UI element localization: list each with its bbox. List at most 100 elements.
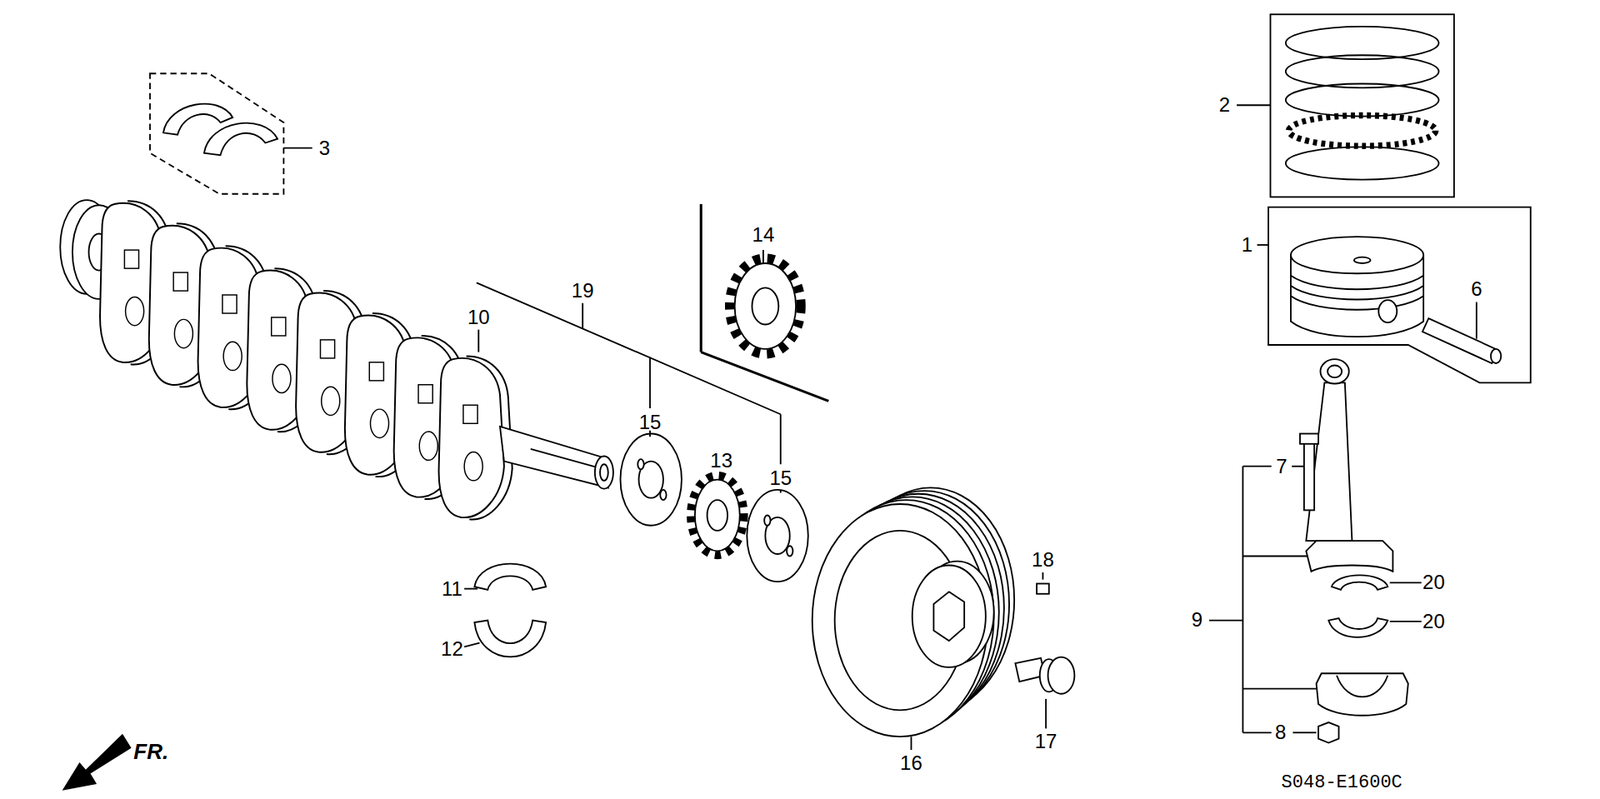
callout-number: 9 bbox=[1191, 610, 1203, 630]
washers-gears-part bbox=[751, 287, 779, 325]
connecting-rod-part bbox=[1292, 731, 1316, 734]
washers-gears-part bbox=[764, 515, 770, 525]
brackets bbox=[476, 204, 829, 465]
pulley bbox=[812, 487, 1075, 750]
front-arrow-part bbox=[63, 735, 131, 790]
callout-number: 17 bbox=[1035, 731, 1058, 752]
callout-number: 8 bbox=[1275, 722, 1286, 743]
piston-part bbox=[1257, 244, 1269, 246]
washers-gears-part bbox=[620, 434, 681, 526]
front-marker: FR. bbox=[133, 740, 169, 763]
connecting-rod-part bbox=[1242, 731, 1271, 734]
pulley-part bbox=[1048, 657, 1075, 695]
piston-part bbox=[1290, 285, 1424, 300]
pulley-part bbox=[1042, 572, 1045, 580]
washers-gears-part bbox=[690, 475, 745, 556]
thrust-washers-part bbox=[150, 73, 284, 194]
washers-gears-part bbox=[707, 500, 728, 531]
pulley-part bbox=[910, 736, 913, 750]
piston-rings bbox=[1236, 14, 1455, 197]
piston-part bbox=[1378, 300, 1397, 323]
callout-number: 20 bbox=[1422, 572, 1445, 593]
callout-number: 18 bbox=[1031, 550, 1055, 570]
pulley-part bbox=[812, 504, 989, 737]
brackets-part bbox=[649, 357, 651, 409]
diagram-code: S048-E1600C bbox=[1281, 774, 1403, 793]
callout-number: 12 bbox=[440, 639, 464, 660]
callout-number: 14 bbox=[752, 225, 775, 245]
piston-part bbox=[1475, 302, 1478, 340]
piston-part bbox=[1268, 207, 1531, 384]
washers-gears-part bbox=[730, 258, 802, 355]
washers-gears-part bbox=[637, 459, 644, 470]
callout-number: 20 bbox=[1422, 611, 1445, 632]
piston-part bbox=[1290, 275, 1424, 290]
connecting-rod-part bbox=[1242, 688, 1316, 690]
connecting-rod-part bbox=[1291, 465, 1305, 468]
pulley-part bbox=[912, 565, 986, 667]
main-bearings-part bbox=[464, 588, 478, 590]
thrust-washers-part bbox=[283, 147, 312, 150]
washers-gears-part bbox=[735, 263, 796, 350]
washers-gears-part bbox=[780, 490, 782, 494]
piston-rings-part bbox=[1270, 14, 1454, 197]
connecting-rod-part bbox=[1304, 439, 1315, 511]
callout-number: 15 bbox=[769, 468, 792, 489]
connecting-rod-part bbox=[1331, 575, 1388, 590]
connecting-rod-part bbox=[1336, 675, 1388, 698]
crankshaft-part bbox=[595, 455, 614, 489]
washers-gears-part bbox=[786, 545, 793, 556]
piston-part bbox=[1290, 236, 1424, 274]
callout-number: 13 bbox=[710, 450, 733, 471]
main-bearings bbox=[464, 564, 546, 658]
brackets-part bbox=[477, 330, 480, 353]
callout-number: 16 bbox=[900, 753, 923, 774]
piston-rings-part bbox=[1285, 146, 1440, 180]
brackets-part bbox=[700, 352, 829, 402]
crankshaft-part bbox=[600, 464, 609, 481]
pulley-part bbox=[835, 530, 966, 711]
connecting-rod-part bbox=[1242, 555, 1311, 558]
main-bearings-part bbox=[464, 643, 480, 648]
connecting-rod-part bbox=[1328, 618, 1388, 638]
pulley-part bbox=[1036, 584, 1050, 595]
washers-gears-part bbox=[695, 480, 740, 552]
thrust-washers-part bbox=[204, 123, 278, 156]
piston-part bbox=[1354, 257, 1371, 264]
thrust-washers bbox=[150, 73, 313, 194]
front-arrow bbox=[63, 735, 131, 790]
piston-part bbox=[1490, 349, 1501, 364]
piston-rings-part bbox=[1236, 104, 1270, 106]
callout-number: 6 bbox=[1470, 279, 1482, 300]
crankshaft-part bbox=[530, 449, 598, 468]
callout-number: 7 bbox=[1275, 456, 1287, 477]
connecting-rod-part bbox=[1242, 466, 1245, 734]
brackets-part bbox=[581, 303, 584, 330]
pulley-part bbox=[933, 591, 965, 641]
callout-number: 15 bbox=[639, 412, 662, 433]
connecting-rod-part bbox=[1327, 365, 1342, 378]
callout-number: 11 bbox=[441, 579, 463, 600]
washers-gears-part bbox=[746, 490, 808, 582]
piston-part bbox=[1290, 295, 1424, 310]
connecting-rod-part bbox=[1390, 581, 1422, 584]
callout-number: 2 bbox=[1219, 95, 1230, 115]
piston bbox=[1257, 207, 1531, 384]
connecting-rod bbox=[1209, 359, 1422, 743]
piston-rings-part bbox=[1285, 84, 1440, 117]
washers-gears-part bbox=[720, 475, 723, 480]
connecting-rod-part bbox=[1300, 434, 1319, 445]
connecting-rod-part bbox=[1318, 722, 1339, 743]
piston-rings-part bbox=[1289, 115, 1436, 146]
washers-gears bbox=[620, 258, 808, 582]
brackets-part bbox=[700, 204, 703, 353]
brackets-part bbox=[780, 414, 782, 465]
callout-number: 10 bbox=[467, 307, 490, 328]
callout-number: 3 bbox=[319, 138, 330, 159]
callout-number: 1 bbox=[1241, 235, 1253, 255]
connecting-rod-part bbox=[1316, 673, 1409, 716]
connecting-rod-part bbox=[1390, 620, 1422, 623]
piston-rings-part bbox=[1285, 26, 1440, 60]
